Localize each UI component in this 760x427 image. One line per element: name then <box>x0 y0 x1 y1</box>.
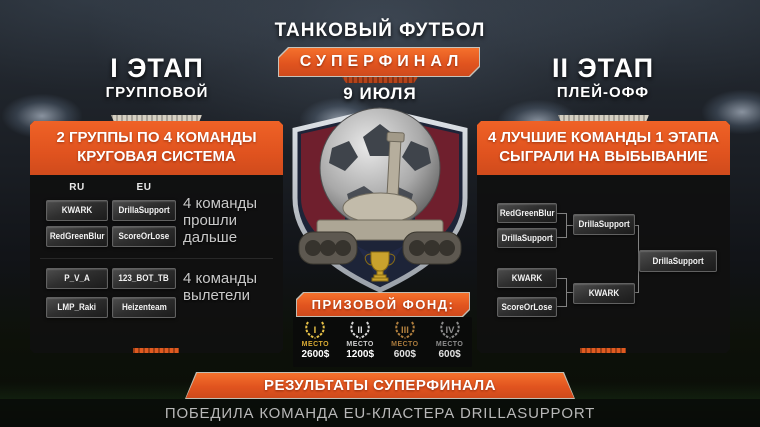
group-stage-panel: 2 ГРУППЫ ПО 4 КОМАНДЫ КРУГОВАЯ СИСТЕМА R… <box>30 121 283 353</box>
panel-top-tab <box>558 115 649 122</box>
bracket-connector <box>633 225 639 293</box>
stage2-heading: II ЭТАП ПЛЕЙ-ОФФ <box>493 53 713 102</box>
svg-text:IV: IV <box>445 325 455 336</box>
winner-announcement: ПОБЕДИЛА КОМАНДА EU-КЛАСТЕРА DRILLASUPPO… <box>0 399 760 427</box>
bracket-connector <box>557 213 567 238</box>
superfinal-emblem <box>292 107 468 293</box>
team-chip: 123_BOT_TB <box>112 268 176 289</box>
team-name: DrillaSupport <box>501 232 553 244</box>
prize-fund-title: ПРИЗОВОЙ ФОНД: <box>311 297 455 312</box>
place-amount: 1200$ <box>346 349 375 360</box>
prize-fund-box: I МЕСТО 2600$ II МЕСТО 1200$ III МЕСТО 6… <box>293 317 472 367</box>
laurel-wreath-icon: I <box>305 321 326 339</box>
bracket-semifinal-winner: KWARK <box>573 283 635 304</box>
panel-bottom-tab <box>580 348 626 353</box>
column-label-ru: RU <box>69 182 85 193</box>
place-label: МЕСТО <box>346 341 374 348</box>
results-banner: РЕЗУЛЬТАТЫ СУПЕРФИНАЛА <box>185 372 575 399</box>
stage1-subtitle: ГРУППОВОЙ <box>105 84 209 102</box>
svg-text:III: III <box>401 325 409 336</box>
superfinal-banner: СУПЕРФИНАЛ <box>278 47 480 77</box>
team-chip: RedGreenBlur <box>46 226 108 247</box>
team-name: ScoreOrLose <box>118 231 170 242</box>
event-title: ТАНКОВЫЙ ФУТБОЛ <box>274 20 486 41</box>
team-name: DrillaSupport <box>118 205 170 216</box>
team-name: RedGreenBlur <box>49 231 105 242</box>
bracket-team: ScoreOrLose <box>497 297 557 317</box>
place-amount: 600$ <box>393 349 416 360</box>
team-chip: Heizenteam <box>112 297 176 318</box>
team-name: 123_BOT_TB <box>118 273 170 284</box>
bracket-team: KWARK <box>497 268 557 288</box>
team-name: Heizenteam <box>121 302 167 313</box>
team-name: KWARK <box>511 272 543 284</box>
team-name: DrillaSupport <box>578 219 630 230</box>
svg-text:II: II <box>357 325 362 336</box>
team-chip: KWARK <box>46 200 108 221</box>
team-name: KWARK <box>588 288 620 299</box>
column-label-eu: EU <box>136 182 152 193</box>
trophy-icon <box>364 251 396 282</box>
tank-icon <box>298 131 462 265</box>
advanced-note: 4 команды прошли дальше <box>183 195 258 246</box>
team-chip: ScoreOrLose <box>112 226 176 247</box>
banner-bottom-tab <box>342 77 418 83</box>
eliminated-note: 4 команды вылетели <box>183 270 258 304</box>
stage2-subtitle: ПЛЕЙ-ОФФ <box>556 84 650 102</box>
team-name: LMP_Raki <box>57 302 97 313</box>
stage2-title: II ЭТАП <box>551 53 655 83</box>
team-name: P_V_A <box>64 273 90 284</box>
place-label: МЕСТО <box>435 341 464 348</box>
laurel-wreath-icon: II <box>350 321 370 339</box>
event-date: 9 ИЮЛЯ <box>343 84 417 103</box>
team-name: KWARK <box>61 205 93 216</box>
panel-top-tab <box>111 115 202 122</box>
bracket-team: RedGreenBlur <box>497 203 557 223</box>
panel-bottom-tab <box>133 348 179 353</box>
prize-place-1: I МЕСТО 2600$ <box>293 320 338 360</box>
team-chip: DrillaSupport <box>112 200 176 221</box>
bracket-team: DrillaSupport <box>497 228 557 248</box>
prize-place-2: II МЕСТО 1200$ <box>338 320 383 360</box>
stage1-title: I ЭТАП <box>110 53 204 83</box>
prize-fund-banner: ПРИЗОВОЙ ФОНД: <box>296 292 470 317</box>
group-stage-panel-title: 2 ГРУППЫ ПО 4 КОМАНДЫ КРУГОВАЯ СИСТЕМА <box>30 121 283 175</box>
results-title: РЕЗУЛЬТАТЫ СУПЕРФИНАЛА <box>263 377 497 394</box>
place-label: МЕСТО <box>391 341 419 348</box>
svg-text:I: I <box>314 325 317 336</box>
team-name: DrillaSupport <box>652 255 704 267</box>
panel-divider <box>40 258 273 259</box>
bracket-connector <box>567 225 573 226</box>
bracket-connector <box>567 292 573 293</box>
place-amount: 600$ <box>438 349 461 360</box>
place-amount: 2600$ <box>301 349 330 360</box>
prize-place-3: III МЕСТО 600$ <box>383 320 428 360</box>
team-chip: LMP_Raki <box>46 297 108 318</box>
playoff-panel-title: 4 ЛУЧШИЕ КОМАНДЫ 1 ЭТАПА СЫГРАЛИ НА ВЫБЫ… <box>477 121 730 175</box>
bracket-semifinal-winner: DrillaSupport <box>573 214 635 235</box>
bracket-champion: DrillaSupport <box>639 250 717 272</box>
team-chip: P_V_A <box>46 268 108 289</box>
place-label: МЕСТО <box>301 341 330 348</box>
team-name: ScoreOrLose <box>501 301 553 313</box>
bracket-connector <box>557 278 567 307</box>
stage1-heading: I ЭТАП ГРУППОВОЙ <box>47 53 267 102</box>
prize-place-4: IV МЕСТО 600$ <box>427 320 472 360</box>
laurel-wreath-icon: III <box>395 321 415 339</box>
team-name: RedGreenBlur <box>499 207 555 219</box>
superfinal-banner-label: СУПЕРФИНАЛ <box>299 53 464 70</box>
playoff-panel: 4 ЛУЧШИЕ КОМАНДЫ 1 ЭТАПА СЫГРАЛИ НА ВЫБЫ… <box>477 121 730 353</box>
laurel-wreath-icon: IV <box>439 321 460 339</box>
